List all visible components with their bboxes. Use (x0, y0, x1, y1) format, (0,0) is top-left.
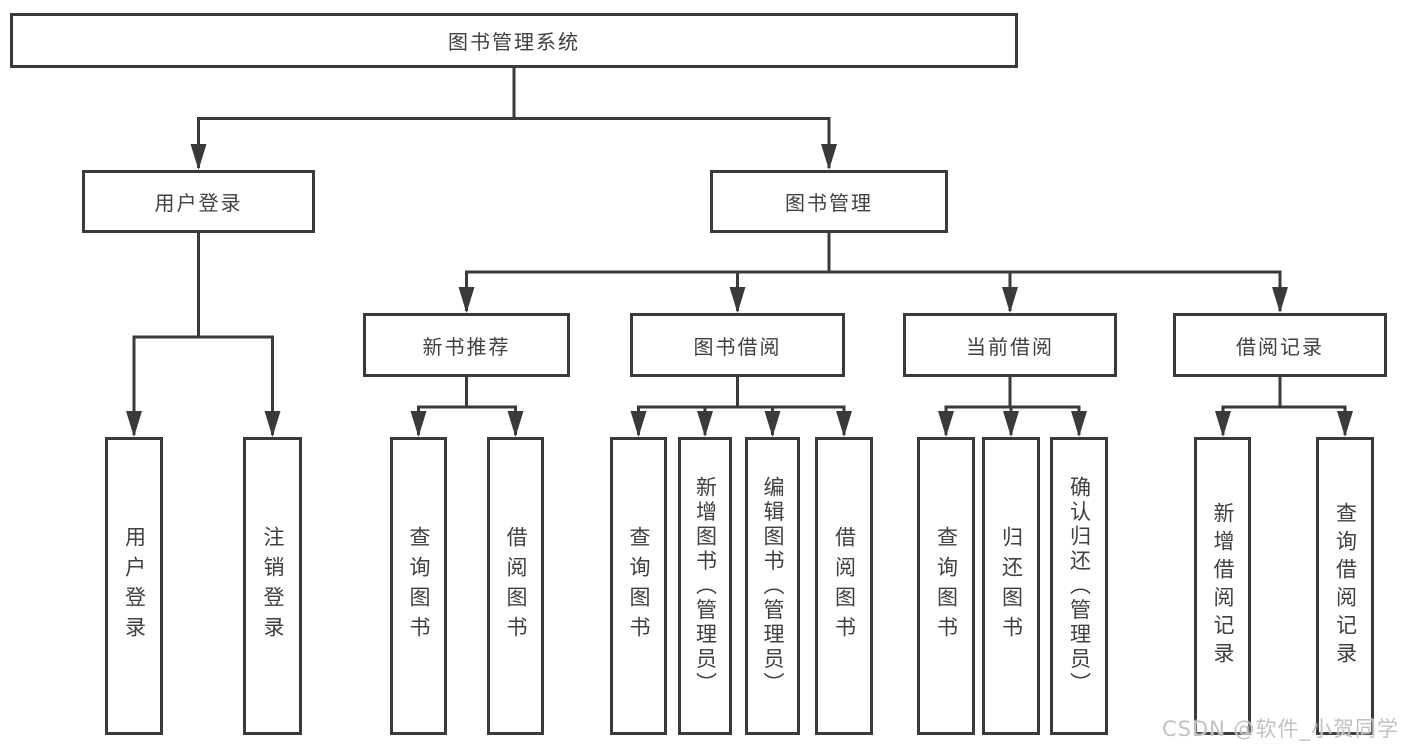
node-borrow-record: 借阅记录 (1173, 313, 1387, 377)
node-cb-return-book: 归还图书 (982, 437, 1040, 735)
node-bb-add-book-admin: 新增图书（管理员） (678, 437, 732, 735)
node-bb-edit-book-admin: 编辑图书（管理员） (745, 437, 800, 735)
node-br-add-record: 新增借阅记录 (1194, 437, 1251, 735)
node-user-login: 用户登录 (82, 170, 315, 233)
node-nb-borrow-book: 借阅图书 (487, 437, 544, 735)
connector-root-group (132, 68, 1347, 435)
node-br-query-record: 查询借阅记录 (1316, 437, 1374, 735)
node-current-borrow: 当前借阅 (903, 313, 1117, 377)
node-root-system: 图书管理系统 (10, 13, 1018, 68)
node-cb-confirm-return-admin: 确认归还（管理员） (1050, 437, 1108, 735)
node-bb-query-book: 查询图书 (610, 437, 667, 735)
node-bb-borrow-book: 借阅图书 (815, 437, 873, 735)
node-cb-query-book: 查询图书 (917, 437, 975, 735)
node-nb-query-book: 查询图书 (390, 437, 447, 735)
node-leaf-logout: 注销登录 (243, 437, 302, 735)
node-book-management: 图书管理 (710, 170, 948, 233)
node-book-borrow: 图书借阅 (630, 313, 845, 377)
watermark-csdn: CSDN @软件_小贺同学 (1161, 717, 1399, 741)
node-new-book-recommend: 新书推荐 (363, 313, 570, 377)
node-leaf-user-login: 用户登录 (105, 437, 163, 735)
